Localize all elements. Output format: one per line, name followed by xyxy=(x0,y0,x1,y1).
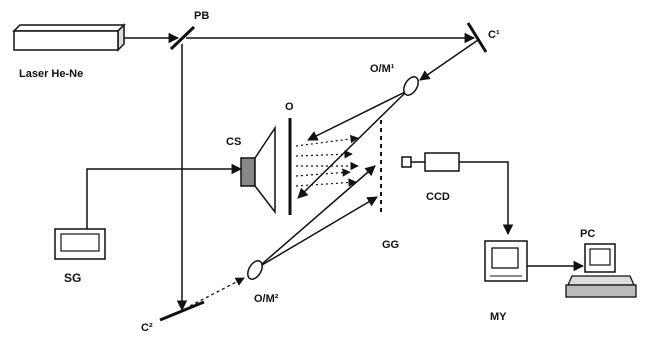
beam-mirror2-to-objective2 xyxy=(189,277,245,307)
computer xyxy=(565,243,637,298)
beam-mirror1-to-objective1 xyxy=(419,39,479,81)
ccd-camera-label: CCD xyxy=(426,191,450,203)
computer-label: PC xyxy=(580,228,595,240)
beamsplitter xyxy=(169,25,196,51)
wire-ccd-to-monitor xyxy=(459,161,514,236)
mirror2-label: C² xyxy=(141,322,153,334)
speaker-label: CS xyxy=(226,136,241,148)
monitor xyxy=(484,240,528,282)
laser-label: Laser He-Ne xyxy=(19,68,83,80)
object-label: O xyxy=(285,101,294,113)
speaker xyxy=(240,125,276,215)
monitor-label: MY xyxy=(490,311,507,323)
objective1-label: O/M¹ xyxy=(370,63,395,75)
mirror1 xyxy=(466,22,488,53)
laser-body xyxy=(12,23,126,52)
beamsplitter-label: PB xyxy=(194,10,209,22)
beam-object-illumination-upper xyxy=(307,91,406,141)
signal-generator-label: SG xyxy=(64,271,81,285)
mirror1-label: C¹ xyxy=(488,29,500,41)
wire-generator-to-speaker xyxy=(86,163,243,229)
beam-object-illumination-lower xyxy=(297,92,406,199)
signal-generator xyxy=(54,228,106,260)
beam-reference-lower xyxy=(261,196,378,266)
objective2-lens xyxy=(247,260,263,280)
beam-reference-upper xyxy=(261,165,376,265)
mirror2 xyxy=(159,300,205,322)
ccd-camera xyxy=(401,152,460,172)
objective1-lens xyxy=(403,76,419,96)
ground-glass-label: GG xyxy=(382,239,399,251)
objective2-label: O/M² xyxy=(254,293,279,305)
scattered-light-arrows xyxy=(295,134,359,187)
